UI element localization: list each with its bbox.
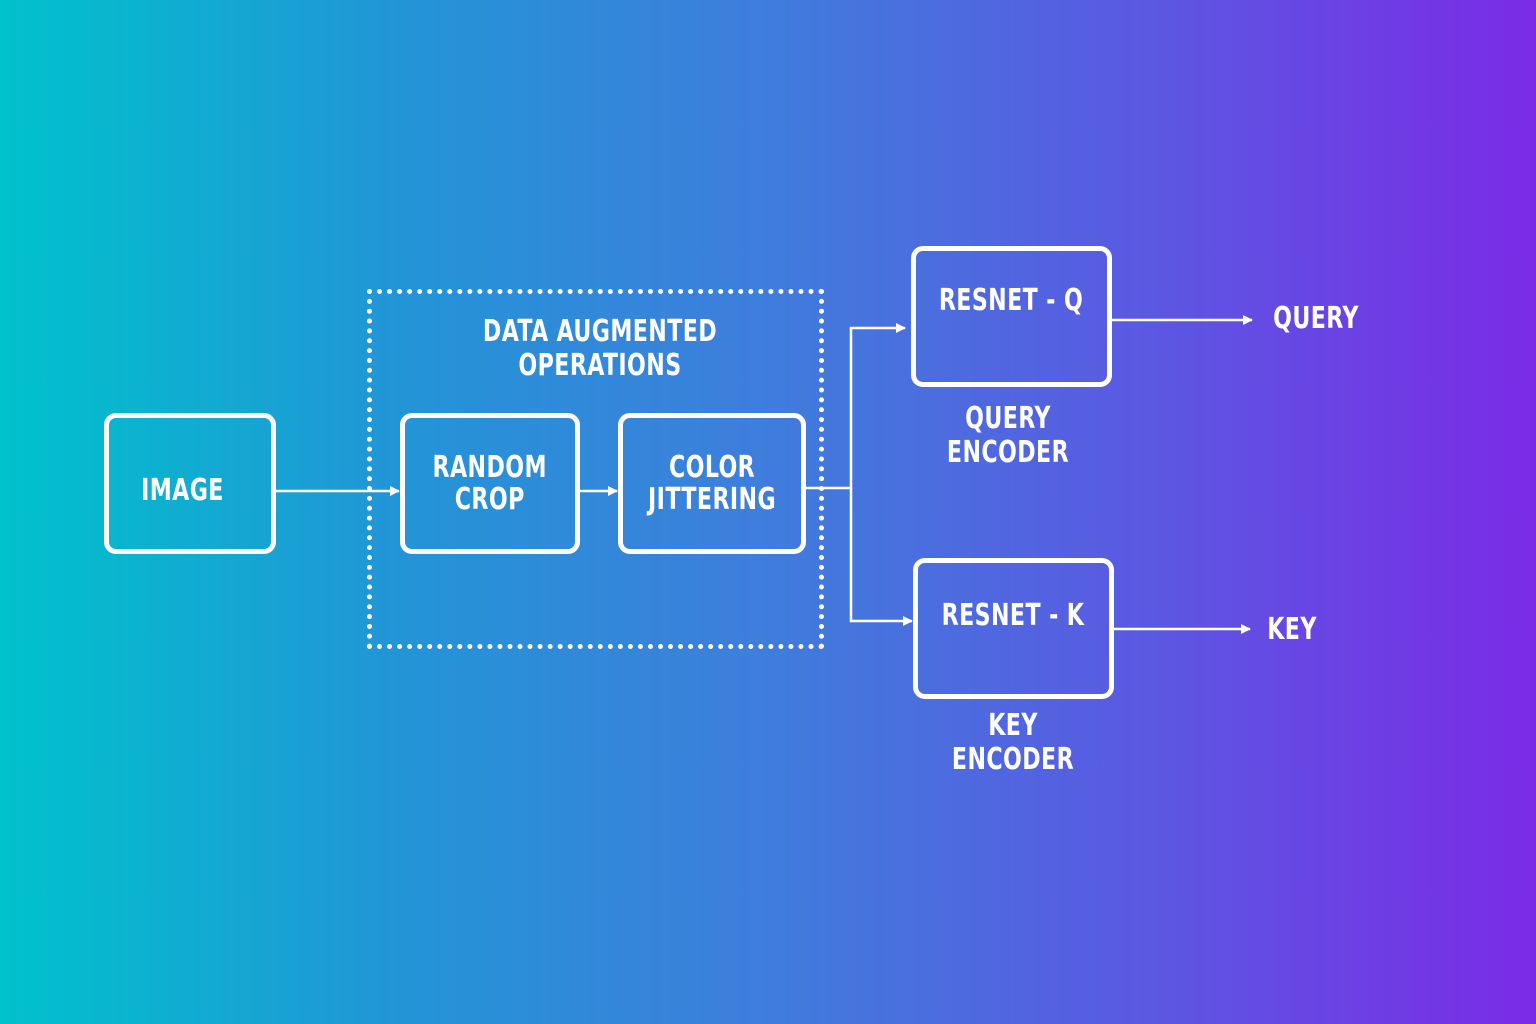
- resnet-q-node: RESNET - Q: [911, 246, 1112, 387]
- resnet-q-node-label: RESNET - Q: [939, 282, 1084, 318]
- key-encoder-caption: KEY ENCODER: [951, 708, 1075, 777]
- random-crop-node: RANDOM CROP: [400, 413, 580, 554]
- arrow-color-jittering-to-resnet-k: [849, 488, 913, 626]
- key-output-label: KEY: [1267, 612, 1317, 647]
- image-node: IMAGE: [104, 413, 276, 554]
- resnet-k-node: RESNET - K: [913, 558, 1114, 699]
- query-output-label: QUERY: [1273, 301, 1359, 336]
- image-node-label: IMAGE: [140, 472, 224, 508]
- color-jittering-node-label: COLOR JITTERING: [648, 449, 776, 517]
- arrow-color-jittering-to-resnet-q: [806, 323, 906, 490]
- query-encoder-caption: QUERY ENCODER: [946, 401, 1070, 470]
- color-jittering-node: COLOR JITTERING: [618, 413, 806, 554]
- random-crop-node-label: RANDOM CROP: [432, 449, 548, 517]
- data-augmentation-group-title: DATA AUGMENTED OPERATIONS: [482, 314, 718, 383]
- data-augmentation-group-frame: [367, 289, 824, 649]
- resnet-k-node-label: RESNET - K: [942, 597, 1085, 633]
